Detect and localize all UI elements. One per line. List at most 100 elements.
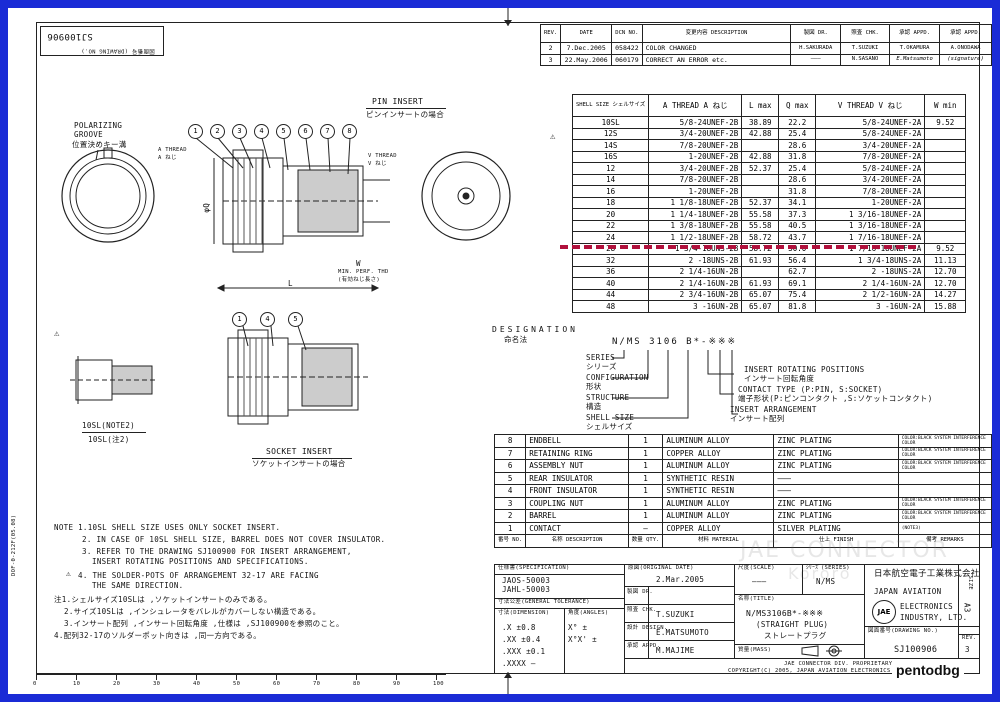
highlight-line — [560, 245, 916, 249]
spec-cell: 42.88 — [741, 150, 780, 163]
company-name-en-3: INDUSTRY, LTD. — [900, 613, 968, 622]
bom-header: 備考 REMARKS — [897, 534, 993, 548]
bom-cell: ZINC PLATING — [773, 496, 899, 510]
spec-cell: 55.58 — [741, 208, 780, 221]
spec-cell: 42.88 — [741, 127, 780, 140]
bom-cell: ZINC PLATING — [773, 509, 899, 523]
spec-cell: 31.8 — [778, 150, 817, 163]
bom-remarks: (NOTE3) — [897, 521, 993, 535]
tolerance-row: .XXX ±0.1 — [502, 647, 546, 656]
spec-cell: 9.52 — [924, 242, 967, 255]
bom-remarks: COLOR:BLACK SYSTEM INTERFERENCE COLOR — [897, 446, 993, 460]
spec-cell: 12.70 — [924, 265, 967, 278]
10sl-note-label: 10SL(NOTE2) — [82, 421, 135, 430]
bom-cell: BARREL — [525, 509, 629, 523]
spec-cell: 56.4 — [778, 254, 817, 267]
a-thread-label: A THREAD — [158, 147, 187, 153]
spec-cell: 1 3/16-18UNEF-2A — [815, 208, 926, 221]
spec-cell: 7/8-20UNEF-2B — [648, 173, 743, 186]
company-name-jp: 日本航空電子工業株式会社 — [874, 569, 980, 579]
spec-cell — [741, 139, 780, 152]
spec-cell — [741, 265, 780, 278]
bom-cell: 1 — [627, 484, 664, 498]
spec-cell: 10SL — [571, 116, 650, 129]
bom-header: 仕上 FINISH — [773, 534, 899, 548]
spec-cell: 1-20UNEF-2A — [815, 196, 926, 209]
min-perf-label-jp: (有効ねじ長さ) — [338, 277, 381, 283]
note-line: NOTE 1.10SL SHELL SIZE USES ONLY SOCKET … — [54, 523, 281, 532]
note-line: THE SAME DIRECTION. — [92, 581, 184, 590]
bom-cell: ALUMINUM ALLOY — [662, 496, 775, 510]
bom-cell: 7 — [493, 446, 527, 460]
spec-cell: 48 — [571, 300, 650, 313]
revision-triangle-icon: ⚠ — [550, 132, 556, 142]
ruler-tick — [356, 674, 357, 680]
spec-cell: 3/4-20UNEF-2A — [815, 139, 926, 152]
designation-series: SERIES — [586, 353, 615, 362]
designation-configuration-jp: 形状 — [586, 382, 602, 391]
socket-section-view — [227, 329, 368, 425]
bom-cell: 1 — [627, 459, 664, 473]
rev-cell: N.SASANO — [840, 53, 891, 66]
designation-title-jp: 命名法 — [504, 335, 528, 344]
front-face-view — [61, 147, 155, 243]
tolerance-row: .XXXX — — [502, 659, 536, 668]
spec-cell: 61.93 — [741, 254, 780, 267]
spec-cell: 25.4 — [778, 162, 817, 175]
chk-name: T.SUZUKI — [656, 610, 695, 619]
note-line-jp: 3.インサート配列 ,インサート回転角度 ,仕様は ,SJ100900を参照のこ… — [64, 619, 344, 628]
spec-cell: 7/8-20UNEF-2A — [815, 185, 926, 198]
balloon-1: 1 — [188, 124, 203, 139]
balloon-1: 1 — [232, 312, 247, 327]
designation-insert-arrangement: INSERT ARRANGEMENT — [730, 405, 817, 414]
scale-value: ——— — [752, 577, 767, 586]
tolerance-angle-label: 角度(ANGLES) — [568, 610, 609, 616]
drawing-no-value-rotated: SJ100906 — [47, 31, 93, 41]
spec-cell: 11.13 — [924, 254, 967, 267]
ruler-tick — [36, 674, 37, 680]
ruler-tick-label: 0 — [33, 681, 37, 687]
drawing-no-box: SJ100906 図面番号 (DRAWING NO.) — [40, 26, 164, 56]
spec-cell: 5/8-24UNEF-2A — [815, 116, 926, 129]
ruler-tick — [196, 674, 197, 680]
spec-header: V THREAD V ねじ — [815, 94, 926, 117]
spec-cell: 12S — [571, 127, 650, 140]
tolerance-row: .X ±0.8 — [502, 623, 536, 632]
revision-triangle-icon: ⚠ — [54, 329, 60, 339]
ruler-tick — [396, 674, 397, 680]
appd-name: M.MAJIME — [656, 646, 695, 655]
revision-table: REV. DATE DCN NO. 変更内容 DESCRIPTION 製図 DR… — [539, 24, 992, 66]
bom-remarks — [897, 471, 993, 485]
spec-cell — [741, 173, 780, 186]
v-thread-label: V THREAD — [368, 153, 397, 159]
rev-cell: H.SAKURADA — [790, 42, 842, 55]
designation-insert-arrangement-jp: インサート配列 — [730, 414, 785, 423]
bom-cell: ——— — [773, 484, 899, 498]
ruler-tick — [76, 674, 77, 680]
rev-cell: A.ONODAWA — [939, 42, 992, 55]
note-line: 4. THE SOLDER-POTS OF ARRANGEMENT 32-17 … — [78, 571, 319, 580]
rev-signature: (signature) — [939, 53, 992, 66]
spec-cell: 28.6 — [778, 173, 817, 186]
spec-cell: 28.6 — [778, 139, 817, 152]
spec-header: L max — [741, 94, 780, 117]
spec-cell — [924, 231, 967, 244]
spec-cell: 20 — [571, 208, 650, 221]
rev-cell: COLOR CHANGED — [641, 42, 792, 55]
spec-cell — [924, 185, 967, 198]
spec-cell: 24 — [571, 231, 650, 244]
spec-cell: 3/4-20UNEF-2A — [815, 173, 926, 186]
drawing-no-label-rotated: 図面番号 (DRAWING NO.) — [81, 47, 155, 54]
spec-cell: 3 -16UN-2A — [815, 300, 926, 313]
appd-label: 承認 APPD. — [627, 643, 661, 649]
spec-cell: 5/8-24UNEF-2B — [648, 116, 743, 129]
bom-cell: ALUMINUM ALLOY — [662, 434, 775, 448]
bom-cell: ZINC PLATING — [773, 459, 899, 473]
